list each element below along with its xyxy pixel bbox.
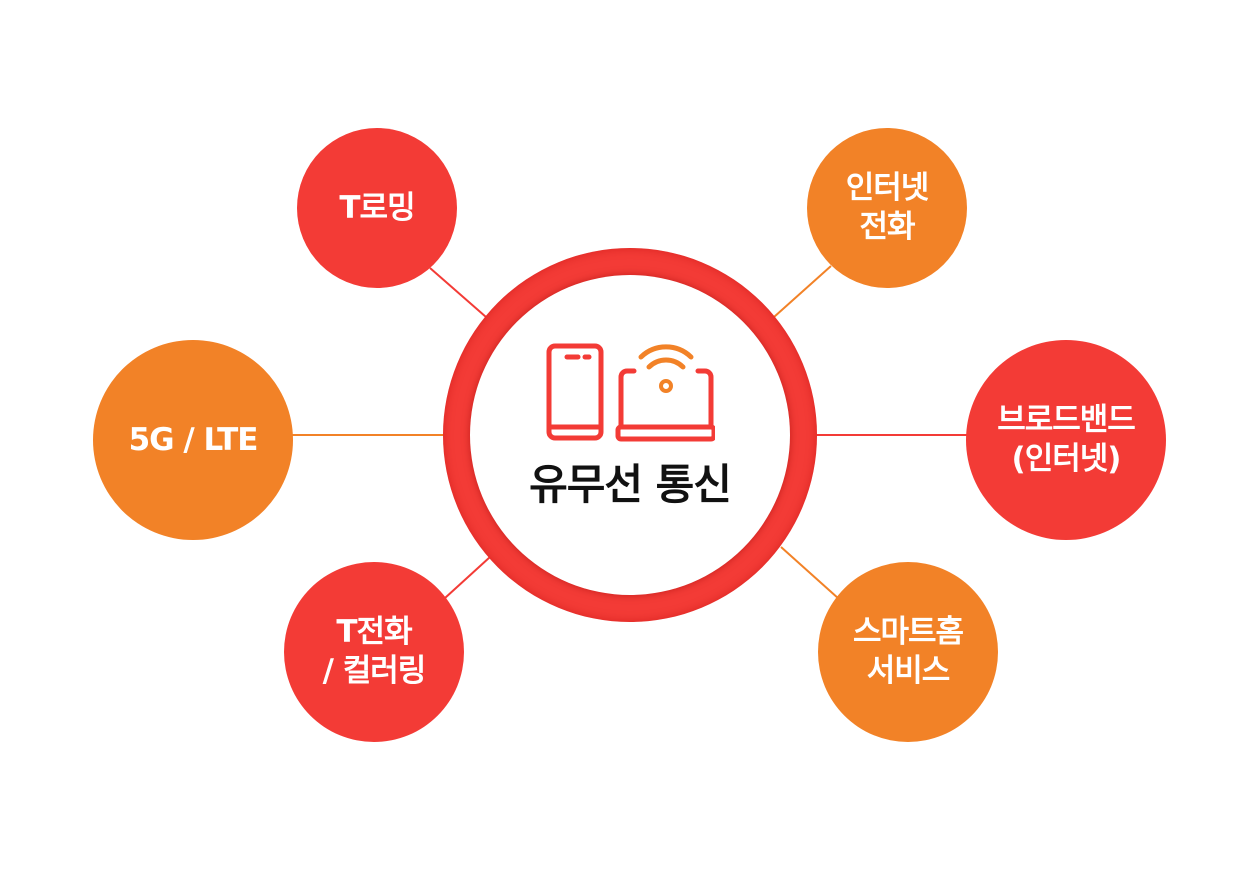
node-label: 스마트홈	[852, 614, 964, 651]
center-title: 유무선 통신	[529, 460, 732, 509]
node-label: 전화	[859, 209, 915, 245]
node-label: 5G / LTE	[128, 421, 259, 458]
connector-smarthome	[780, 546, 840, 600]
node-label: 서비스	[866, 653, 951, 689]
node-t-phone-coloring[interactable]: T전화/ 컬러링	[284, 562, 464, 742]
node-label: / 컬러링	[322, 653, 427, 689]
node-5g-lte[interactable]: 5G / LTE	[93, 340, 293, 540]
node-label: T전화	[336, 614, 412, 651]
node-broadband[interactable]: 브로드밴드(인터넷)	[966, 340, 1166, 540]
phone-laptop-wifi-icon	[546, 343, 715, 442]
node-label: T로밍	[339, 189, 415, 226]
center-hub: 유무선 통신	[443, 248, 817, 622]
connector-t-phone	[444, 556, 491, 599]
connector-t-roaming	[429, 267, 487, 318]
node-label: 인터넷	[845, 170, 930, 207]
node-t-roaming[interactable]: T로밍	[297, 128, 457, 288]
node-label: (인터넷)	[1011, 441, 1122, 477]
connector-internet-phone	[773, 265, 832, 318]
node-label: 브로드밴드	[997, 402, 1136, 439]
